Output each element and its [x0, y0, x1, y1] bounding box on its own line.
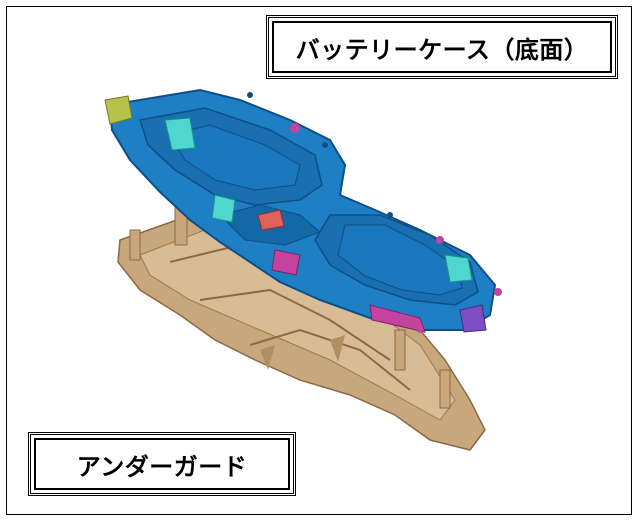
battery-case-label: バッテリーケース（底面） [295, 35, 589, 64]
under-guard-label-box: アンダーガード [28, 432, 296, 496]
under-guard-part [117, 204, 486, 451]
battery-case-part [104, 88, 502, 333]
under-guard-label: アンダーガード [76, 452, 248, 481]
battery-case-label-box: バッテリーケース（底面） [266, 15, 618, 79]
